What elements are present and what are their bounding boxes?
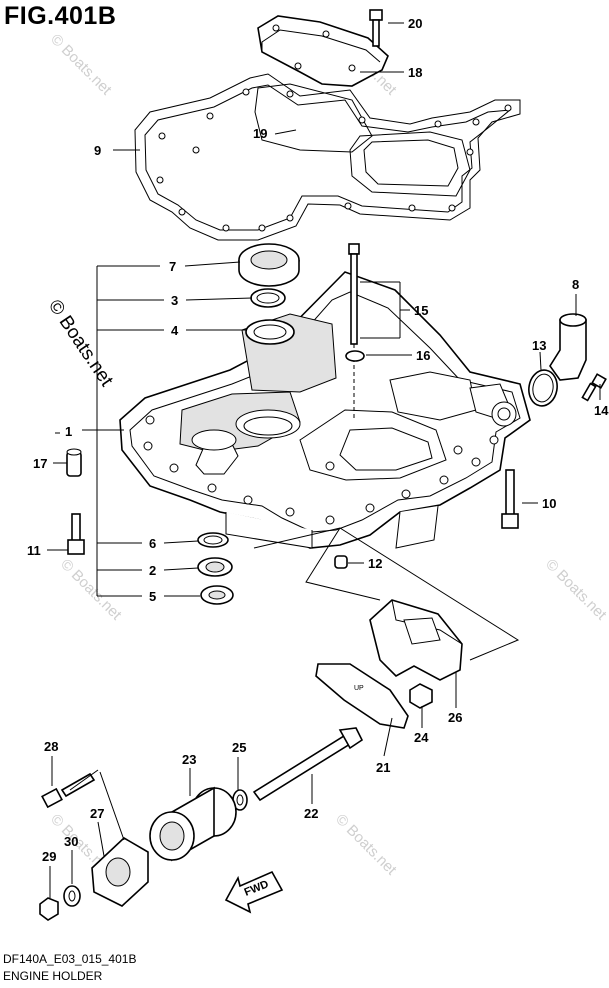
callout-23[interactable]: 23	[182, 752, 196, 767]
callout-18[interactable]: 18	[408, 65, 422, 80]
callout-30[interactable]: 30	[64, 834, 78, 849]
dowel-pin	[66, 448, 82, 477]
callout-11[interactable]: 11	[27, 543, 41, 558]
cover-plate	[257, 15, 389, 87]
oil-seal-upper	[250, 288, 286, 308]
watermark-main: © Boats.net	[44, 296, 117, 391]
oil-seal-middle	[245, 319, 295, 345]
watermark: © Boats.net	[47, 31, 115, 99]
bolt-28	[41, 772, 96, 809]
gasket-bolt-holes	[156, 88, 512, 232]
shaft-22	[252, 727, 364, 802]
watermark: © Boats.net	[332, 811, 400, 879]
callout-3[interactable]: 3	[171, 293, 178, 308]
bolt-11	[67, 513, 85, 555]
callout-7[interactable]: 7	[169, 259, 176, 274]
callout-13[interactable]: 13	[532, 338, 546, 353]
gasket-21: UP	[315, 663, 409, 729]
callout-10[interactable]: 10	[542, 496, 556, 511]
callouts: 1 2 3 4 5 6 7 8 9 10 11 12 13 14 15 16 1…	[27, 16, 609, 864]
callout-21[interactable]: 21	[376, 760, 390, 775]
bolt-14	[581, 373, 607, 402]
upper-gasket	[134, 73, 521, 241]
dowel-12	[334, 555, 348, 569]
bearing-2	[197, 557, 233, 577]
watermark: © Boats.net	[57, 556, 125, 624]
callout-22[interactable]: 22	[304, 806, 318, 821]
callout-20[interactable]: 20	[408, 16, 422, 31]
engine-holder-body	[119, 271, 531, 549]
callout-6[interactable]: 6	[149, 536, 156, 551]
nut-29	[39, 897, 59, 921]
washer-30	[63, 885, 81, 907]
gasket-stamp: UP	[354, 685, 364, 692]
callout-26[interactable]: 26	[448, 710, 462, 725]
callout-17[interactable]: 17	[33, 456, 47, 471]
figure-code: DF140A_E03_015_401B	[3, 952, 137, 966]
exploded-parts-diagram: © Boats.net © Boats.net © Boats.net © Bo…	[27, 9, 609, 921]
oil-seal-6	[197, 532, 229, 548]
rubber-mount	[149, 786, 237, 862]
callout-15[interactable]: 15	[414, 303, 428, 318]
fwd-arrow: FWD	[224, 870, 284, 914]
callout-16[interactable]: 16	[416, 348, 430, 363]
callout-5[interactable]: 5	[149, 589, 156, 604]
figure-title: FIG.401B	[4, 2, 117, 30]
oil-seal-5	[200, 585, 234, 605]
mount-bracket	[369, 599, 463, 681]
figure-name: ENGINE HOLDER	[3, 969, 103, 983]
leader-lines	[47, 22, 601, 898]
bearing-upper	[238, 243, 300, 287]
callout-14[interactable]: 14	[594, 403, 609, 418]
callout-28[interactable]: 28	[44, 739, 58, 754]
callout-27[interactable]: 27	[90, 806, 104, 821]
bracket-27	[91, 837, 149, 907]
callout-12[interactable]: 12	[368, 556, 382, 571]
o-ring-13	[528, 369, 558, 407]
washer-16	[345, 350, 365, 362]
hose-fitting	[549, 313, 587, 381]
callout-19[interactable]: 19	[253, 126, 267, 141]
stud-bolt	[348, 243, 360, 420]
callout-4[interactable]: 4	[171, 323, 179, 338]
callout-25[interactable]: 25	[232, 740, 246, 755]
callout-9[interactable]: 9	[94, 143, 101, 158]
nut-24	[409, 683, 433, 709]
callout-8[interactable]: 8	[572, 277, 579, 292]
callout-1[interactable]: 1	[65, 424, 72, 439]
bolt-10	[501, 469, 519, 529]
callout-24[interactable]: 24	[414, 730, 429, 745]
plate-bolt	[369, 9, 383, 47]
watermark: © Boats.net	[542, 556, 609, 624]
callout-29[interactable]: 29	[42, 849, 56, 864]
callout-2[interactable]: 2	[149, 563, 156, 578]
